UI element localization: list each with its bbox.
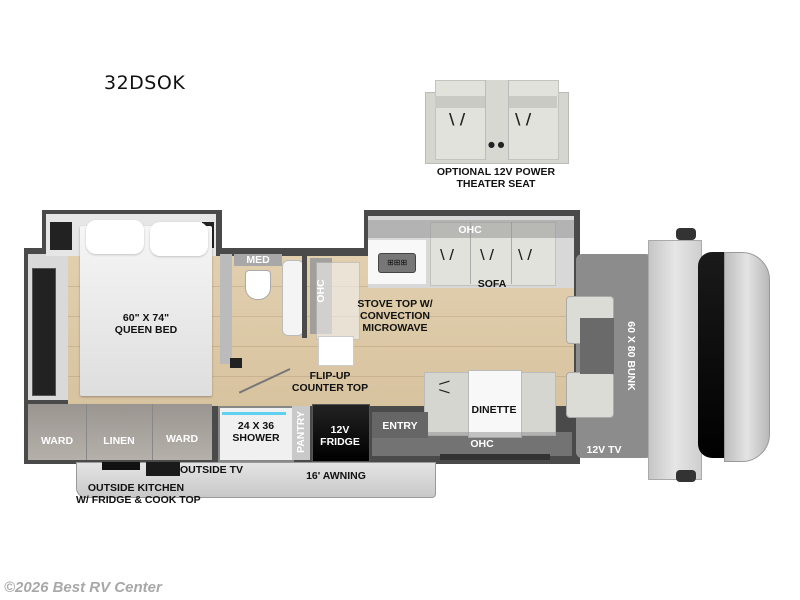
ward-left-label: WARD: [40, 435, 74, 447]
cupholder-icon: ● ●: [488, 140, 505, 149]
copyright: ©2026 Best RV Center: [4, 579, 162, 596]
ohc-bottom-label: OHC: [470, 438, 494, 450]
toilet-icon: [245, 270, 271, 300]
ohc-top-label: OHC: [458, 224, 482, 236]
theater-seat-label: OPTIONAL 12V POWER THEATER SEAT: [436, 166, 556, 190]
bath-sink: [282, 260, 304, 336]
wardrobe-row: [28, 404, 212, 460]
bed-label: 60" X 74" QUEEN BED: [114, 312, 178, 336]
reclining-mark-icon: \ /: [440, 248, 455, 263]
flip-up-label: FLIP-UP COUNTER TOP: [291, 370, 369, 394]
bunk-label: 60 X 80 BUNK: [625, 321, 637, 391]
dinette-table: [468, 370, 522, 438]
overhead-cabinet-top: [368, 220, 574, 238]
fridge: [312, 404, 370, 462]
outside-tv-label: OUTSIDE TV: [180, 464, 244, 476]
model-title: 32DSOK: [104, 72, 186, 94]
theater-seat-option: \ / \ / ● ●: [425, 80, 569, 164]
reclining-mark-icon: \ /: [518, 248, 533, 263]
cab-nose: [724, 252, 770, 462]
window: [32, 268, 56, 396]
pantry: [292, 406, 310, 460]
side-mirror: [676, 470, 696, 482]
outside-kitchen-label: OUTSIDE KITCHEN W/ FRIDGE & COOK TOP: [76, 482, 201, 506]
tv-label: 12V TV: [586, 444, 622, 456]
ward-right-label: WARD: [165, 433, 199, 445]
shower: [218, 406, 294, 462]
outside-tv: [146, 462, 180, 476]
entry-label: ENTRY: [382, 420, 418, 432]
stove-label: STOVE TOP W/ CONVECTION MICROWAVE: [357, 298, 433, 334]
pillow: [86, 220, 144, 254]
awning-label: 16' AWNING: [306, 470, 366, 482]
cab-hood: [648, 240, 702, 480]
shower-label: 24 X 36 SHOWER: [232, 420, 280, 444]
linen-label: LINEN: [103, 435, 135, 447]
sofa-label: SOFA: [477, 278, 507, 290]
med-label: MED: [246, 254, 270, 266]
outside-kitchen-fridge: [102, 462, 140, 470]
dinette-label: DINETTE: [471, 404, 517, 416]
stove-burners-icon: ⊞⊞⊞: [378, 253, 416, 273]
reclining-mark-icon: \ /: [480, 248, 495, 263]
reclining-mark-icon: \ /: [449, 110, 466, 128]
reclining-mark-icon: \ /: [515, 110, 532, 128]
pillow: [150, 222, 208, 256]
pantry-label: PANTRY: [295, 411, 307, 453]
ohc-bath-label: OHC: [315, 279, 327, 303]
passenger-seat: [566, 372, 614, 418]
side-mirror: [676, 228, 696, 240]
medicine-cabinet: [234, 254, 282, 266]
window: [50, 222, 72, 250]
reclining-mark-icon: \ /: [437, 380, 452, 394]
flip-up-counter: [318, 336, 354, 366]
fridge-label: 12V FRIDGE: [320, 424, 360, 448]
entry: [372, 412, 428, 438]
